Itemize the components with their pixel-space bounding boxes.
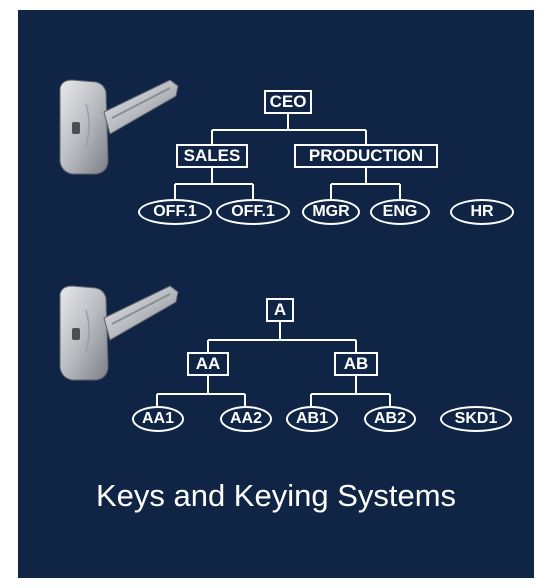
node-leaf: AA1 [132,406,184,432]
node-level1: AA [187,352,229,376]
node-leaf: AB2 [364,406,416,432]
key-icon [59,285,179,381]
diagram-title: Keys and Keying Systems [95,478,457,513]
node-leaf: AA2 [220,406,272,432]
node-leaf: OFF.1 [216,199,290,225]
node-standalone: HR [450,199,514,225]
node-leaf: MGR [302,199,360,225]
node-root: A [266,298,294,322]
node-level1: PRODUCTION [294,144,438,168]
node-leaf: OFF.1 [138,199,212,225]
node-standalone: SKD1 [440,406,512,432]
node-leaf: AB1 [286,406,338,432]
key-icon [59,79,179,175]
node-leaf: ENG [370,199,430,225]
node-root: CEO [264,90,312,114]
node-level1: AB [334,352,378,376]
node-level1: SALES [176,144,248,168]
